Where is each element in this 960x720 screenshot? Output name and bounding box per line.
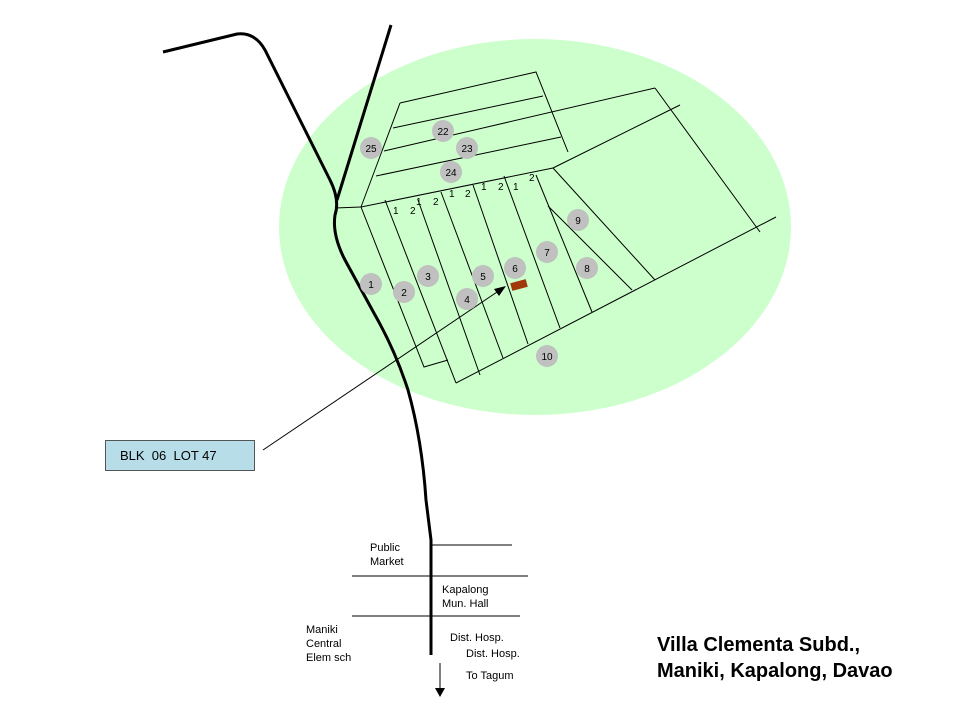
block-2-marker (393, 281, 415, 303)
block-6-label: 6 (512, 264, 518, 275)
block-3-label: 3 (425, 272, 431, 283)
lot-number: 1 (449, 189, 455, 200)
block-8-label: 8 (584, 264, 590, 275)
main-roads (162, 24, 433, 655)
block-22-marker (432, 120, 454, 142)
block-23-marker (456, 137, 478, 159)
block-2-label: 2 (401, 288, 407, 299)
lot-marker (510, 279, 528, 291)
block-7-marker (536, 241, 558, 263)
lot-number: 1 (513, 182, 519, 193)
block-8-marker (576, 257, 598, 279)
block-6-marker (504, 257, 526, 279)
block-24-label: 24 (445, 168, 457, 179)
block-1-label: 1 (368, 280, 374, 291)
lot-number: 1 (393, 206, 399, 217)
block-9-label: 9 (575, 216, 581, 227)
street-lines (262, 71, 777, 690)
block-23-label: 23 (461, 144, 473, 155)
block-5-marker (472, 265, 494, 287)
pointer-arrowhead-icon (494, 286, 506, 296)
block-25-label: 25 (365, 144, 377, 155)
block-7-label: 7 (544, 248, 550, 259)
block-22-label: 22 (437, 127, 449, 138)
lot-number: 2 (433, 197, 439, 208)
lot-number: 2 (465, 189, 471, 200)
map-title: Villa Clementa Subd.,Maniki, Kapalong, D… (657, 634, 893, 682)
block-25-marker (360, 137, 382, 159)
block-5-label: 5 (480, 272, 486, 283)
lot-number: 1 (416, 197, 422, 208)
lot-number: 1 (481, 182, 487, 193)
block-1-marker (360, 273, 382, 295)
block-4-label: 4 (464, 295, 470, 306)
lot-number: 2 (498, 182, 504, 193)
down-arrow-icon (435, 688, 445, 697)
block-9-marker (567, 209, 589, 231)
to-tagum-label: To Tagum (466, 670, 514, 682)
hospital-label-2: Dist. Hosp. (466, 648, 520, 660)
block-24-marker (440, 161, 462, 183)
lot-label-box: BLK 06 LOT 47 (105, 440, 255, 471)
lot-number: 2 (410, 206, 416, 217)
hospital-label-1: Dist. Hosp. (450, 632, 504, 644)
block-10-label: 10 (541, 352, 553, 363)
block-10-marker (536, 345, 558, 367)
block-3-marker (417, 265, 439, 287)
subdivision-area (279, 39, 791, 415)
lot-number: 2 (529, 173, 535, 184)
block-4-marker (456, 288, 478, 310)
